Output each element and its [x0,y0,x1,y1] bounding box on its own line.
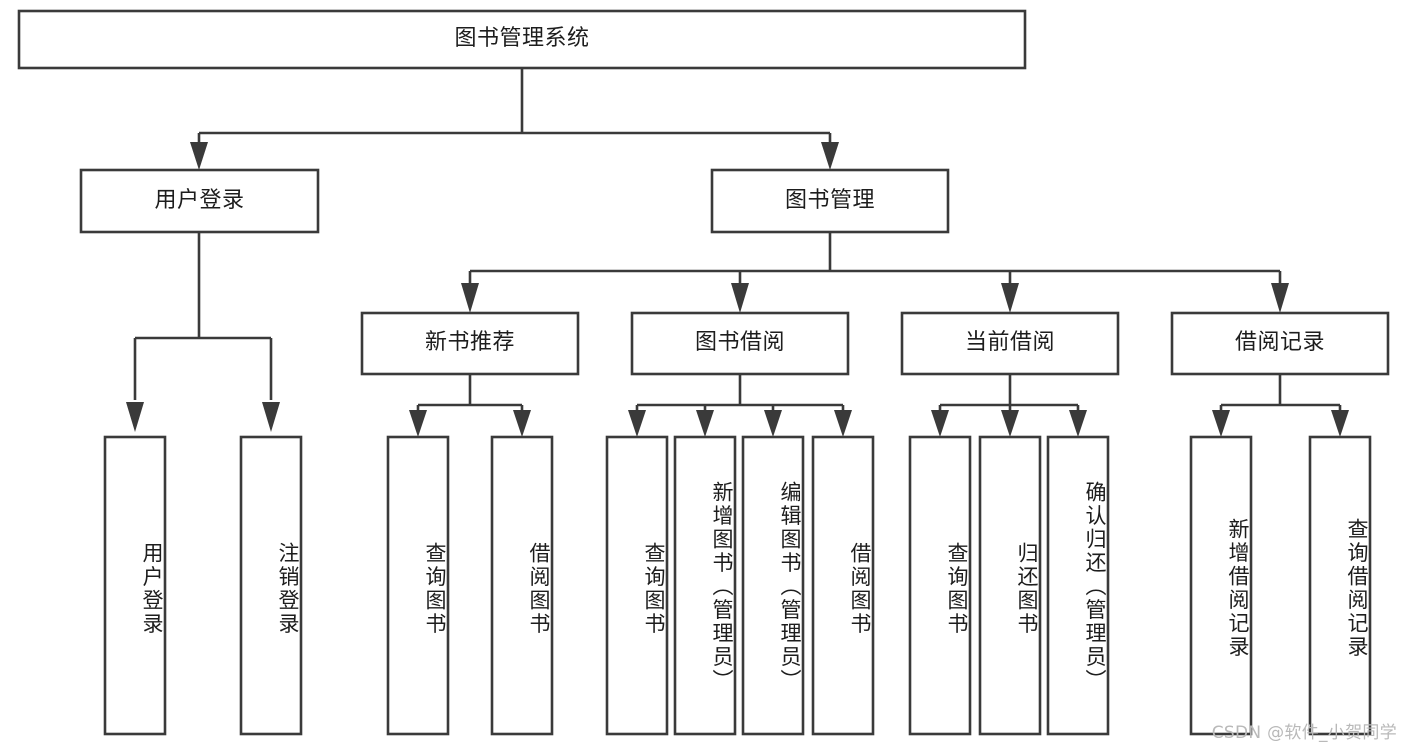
connector-group-book-borrow [628,374,852,437]
node-box-leaf-br-1[interactable] [1189,435,1253,736]
arrow-leaf-bb-4 [834,410,852,437]
connector-group-borrow-record [1212,374,1349,437]
arrow-leaf-nbr-1 [409,410,427,437]
node-box-leaf-cb-3[interactable] [1046,435,1110,736]
arrow-leaf-bb-2 [696,410,714,437]
arrow-leaf-bb-1 [628,410,646,437]
node-box-book-borrow[interactable] [630,311,850,376]
node-box-leaf-cb-2[interactable] [978,435,1042,736]
arrow-leaf-user-login-2 [262,402,280,432]
arrow-leaf-user-login-1 [126,402,144,432]
node-box-borrow-record[interactable] [1170,311,1390,376]
node-box-leaf-bb-1[interactable] [605,435,669,736]
connector-group-new-book-recommend [409,374,531,437]
arrow-new-book-recommend [461,283,479,313]
node-box-leaf-bb-3[interactable] [741,435,805,736]
arrow-leaf-br-2 [1331,410,1349,437]
arrow-user-login [190,142,208,170]
connector-group-root [190,68,839,170]
node-box-current-borrow[interactable] [900,311,1120,376]
csdn-watermark: CSDN @软件_小贺同学 [1211,723,1397,743]
connector-group-book-mgmt [461,232,1289,313]
node-box-leaf-cb-1[interactable] [908,435,972,736]
node-box-book-management[interactable] [710,168,950,234]
arrow-leaf-cb-1 [931,410,949,437]
arrow-book-borrow [731,283,749,313]
node-box-leaf-nbr-2[interactable] [490,435,554,736]
arrow-leaf-cb-2 [1001,410,1019,437]
connector-group-user-login [126,232,280,432]
arrow-current-borrow [1001,283,1019,313]
arrow-borrow-record [1271,283,1289,313]
connector-group-current-borrow [931,374,1087,437]
node-box-root[interactable] [17,9,1027,70]
node-box-user-login[interactable] [79,168,320,234]
node-box-leaf-bb-4[interactable] [811,435,875,736]
arrow-leaf-br-1 [1212,410,1230,437]
node-box-leaf-nbr-1[interactable] [386,435,450,736]
node-box-leaf-user-login-2[interactable] [239,435,303,736]
node-box-new-book-recommend[interactable] [360,311,580,376]
node-box-leaf-br-2[interactable] [1308,435,1372,736]
arrow-book-mgmt [821,142,839,170]
arrow-leaf-cb-3 [1069,410,1087,437]
arrow-leaf-bb-3 [764,410,782,437]
node-box-leaf-bb-2[interactable] [673,435,737,736]
node-box-leaf-user-login-1[interactable] [103,435,167,736]
arrow-leaf-nbr-2 [513,410,531,437]
